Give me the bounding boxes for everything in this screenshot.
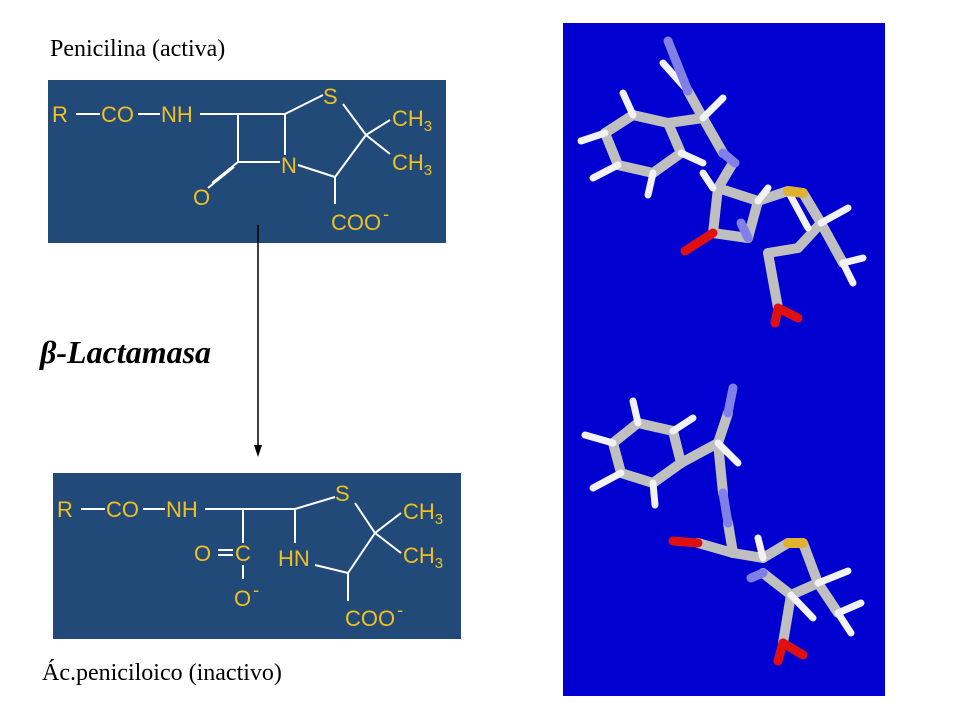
penicilloic-bonds	[81, 496, 402, 601]
r-group-label: R	[57, 497, 73, 522]
model-background	[563, 23, 885, 696]
carbonyl-label: CO	[101, 102, 134, 127]
methyl-2-label: CH3	[403, 543, 443, 572]
oxygen-label: O	[193, 185, 210, 210]
carboxyl-carbon-label: C	[235, 541, 251, 566]
penicillin-caption: Penicilina (activa)	[50, 36, 226, 62]
penicilloic-acid-caption: Ác.peniciloico (inactivo)	[42, 660, 282, 686]
carboxylate-label: COO-	[331, 204, 389, 235]
r-group-label: R	[52, 102, 68, 127]
penicilloic-acid-structure-panel: R CO NH S HN O C O- CH3 CH3 COO-	[53, 473, 461, 639]
carboxyl-oxyanion-label: O-	[234, 580, 259, 611]
methyl-1-label: CH3	[392, 106, 432, 135]
penicillin-3d-model	[577, 36, 867, 328]
molecular-stick-model	[563, 23, 885, 696]
carboxylate-label: COO-	[345, 600, 403, 631]
sulfur-label: S	[323, 84, 338, 109]
amide-nh-label: NH	[161, 102, 193, 127]
carboxyl-oxygen-label: O	[194, 541, 211, 566]
amide-nh-label: NH	[166, 497, 198, 522]
beta-lactamase-label: β-Lactamasa	[40, 334, 212, 370]
panel-background	[53, 473, 461, 639]
nitrogen-label: N	[281, 153, 297, 178]
ring-hn-label: HN	[278, 546, 310, 571]
carbonyl-label: CO	[106, 497, 139, 522]
methyl-2-label: CH3	[392, 150, 432, 179]
methyl-1-label: CH3	[403, 499, 443, 528]
penicilloic-acid-3d-model	[581, 383, 865, 666]
penicillin-bonds	[76, 94, 391, 204]
reaction-arrow	[254, 225, 262, 457]
sulfur-label: S	[335, 481, 350, 506]
penicillin-structure-panel: R CO NH S N O CH3 CH3 COO-	[48, 80, 446, 243]
